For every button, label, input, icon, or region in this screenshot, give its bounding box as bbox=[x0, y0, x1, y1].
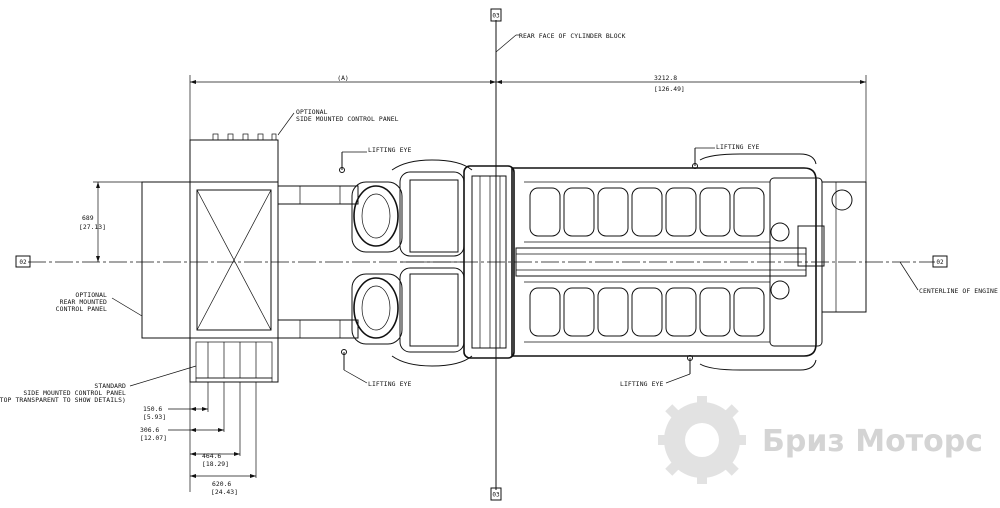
lower-dimensions: 150.6 [5.93] 306.6 [12.07] 464.6 [18.29]… bbox=[140, 382, 257, 496]
air-cleaner-top bbox=[351, 181, 403, 253]
dim-150-in: [5.93] bbox=[143, 413, 166, 421]
air-cleaner-bottom bbox=[351, 273, 403, 345]
rear-mounted-control-panel bbox=[141, 181, 191, 339]
lifting-eye-bottom-right-label: LIFTING EYE bbox=[620, 380, 663, 388]
flywheel-housing bbox=[463, 165, 515, 359]
optional-rear-label-3: CONTROL PANEL bbox=[56, 305, 107, 313]
tag-bottom-text: 03 bbox=[492, 492, 500, 499]
dim-width-in: [27.13] bbox=[79, 223, 106, 231]
tag-left-text: 02 bbox=[19, 259, 27, 266]
side-mounted-control-panel-standard bbox=[189, 337, 279, 383]
front-end-assembly bbox=[769, 177, 867, 347]
optional-side-panel-callout: OPTIONAL SIDE MOUNTED CONTROL PANEL bbox=[277, 108, 399, 136]
tag-right: 02 bbox=[932, 255, 948, 268]
dim-306-in: [12.07] bbox=[140, 434, 167, 442]
lifting-eye-bottom-left-label: LIFTING EYE bbox=[368, 380, 411, 388]
tag-bottom: 03 bbox=[490, 487, 502, 501]
watermark: Бриз Моторс bbox=[658, 396, 983, 484]
centerline-callout: CENTERLINE OF ENGINE bbox=[899, 261, 998, 295]
tag-left: 02 bbox=[15, 255, 31, 268]
optional-rear-label-1: OPTIONAL bbox=[75, 291, 107, 299]
dim-464-in: [18.29] bbox=[202, 460, 229, 468]
lifting-eye-top-right: LIFTING EYE bbox=[692, 143, 759, 169]
dim-a-label: (A) bbox=[337, 74, 349, 82]
overall-length-dimension: (A) 3212.8 [126.49] bbox=[189, 74, 867, 182]
lifting-eye-bottom-right: LIFTING EYE bbox=[620, 355, 693, 388]
rear-face-callout: REAR FACE OF CYLINDER BLOCK bbox=[495, 32, 626, 53]
width-dimension: 689 [27.13] bbox=[79, 181, 142, 262]
optional-rear-label-2: REAR MOUNTED bbox=[60, 298, 107, 306]
lifting-eye-top-left-label: LIFTING EYE bbox=[368, 146, 411, 154]
rear-face-label: REAR FACE OF CYLINDER BLOCK bbox=[519, 32, 626, 40]
lifting-eye-top-left: LIFTING EYE bbox=[339, 146, 411, 173]
coupling-tubes bbox=[277, 185, 359, 339]
dim-length-in: [126.49] bbox=[654, 85, 685, 93]
centerline-label: CENTERLINE OF ENGINE bbox=[919, 287, 998, 295]
optional-rear-panel-callout: OPTIONAL REAR MOUNTED CONTROL PANEL bbox=[56, 291, 143, 317]
dim-620-in: [24.43] bbox=[211, 488, 238, 496]
lifting-eye-bottom-left: LIFTING EYE bbox=[341, 349, 411, 388]
tag-top: 03 bbox=[490, 8, 502, 22]
optional-side-panel-label-2: SIDE MOUNTED CONTROL PANEL bbox=[296, 115, 399, 123]
lifting-eye-top-right-label: LIFTING EYE bbox=[716, 143, 759, 151]
dim-306-mm: 306.6 bbox=[140, 426, 159, 434]
standard-label-3: (TOP TRANSPARENT TO SHOW DETAILS) bbox=[0, 396, 126, 404]
dim-620-mm: 620.6 bbox=[212, 480, 231, 488]
cylinder-bank-top bbox=[524, 181, 770, 243]
standard-panel-callout: STANDARD SIDE MOUNTED CONTROL PANEL (TOP… bbox=[0, 365, 197, 404]
tag-top-text: 03 bbox=[492, 13, 500, 20]
cylinder-bank-bottom bbox=[524, 281, 770, 343]
dim-width-mm: 689 bbox=[82, 214, 94, 222]
tag-right-text: 02 bbox=[936, 259, 944, 266]
dim-464-mm: 464.6 bbox=[202, 452, 221, 460]
main-panel-box bbox=[189, 181, 279, 339]
engine-block bbox=[511, 153, 817, 371]
dim-150-mm: 150.6 bbox=[143, 405, 162, 413]
standard-label-1: STANDARD bbox=[94, 382, 126, 390]
dim-length-mm: 3212.8 bbox=[654, 74, 677, 82]
gear-logo-icon bbox=[658, 396, 746, 484]
watermark-text: Бриз Моторс bbox=[762, 424, 983, 459]
side-mounted-control-panel-optional bbox=[189, 133, 279, 183]
optional-side-panel-label-1: OPTIONAL bbox=[296, 108, 328, 116]
standard-label-2: SIDE MOUNTED CONTROL PANEL bbox=[23, 389, 126, 397]
turbo-housing bbox=[391, 159, 473, 367]
